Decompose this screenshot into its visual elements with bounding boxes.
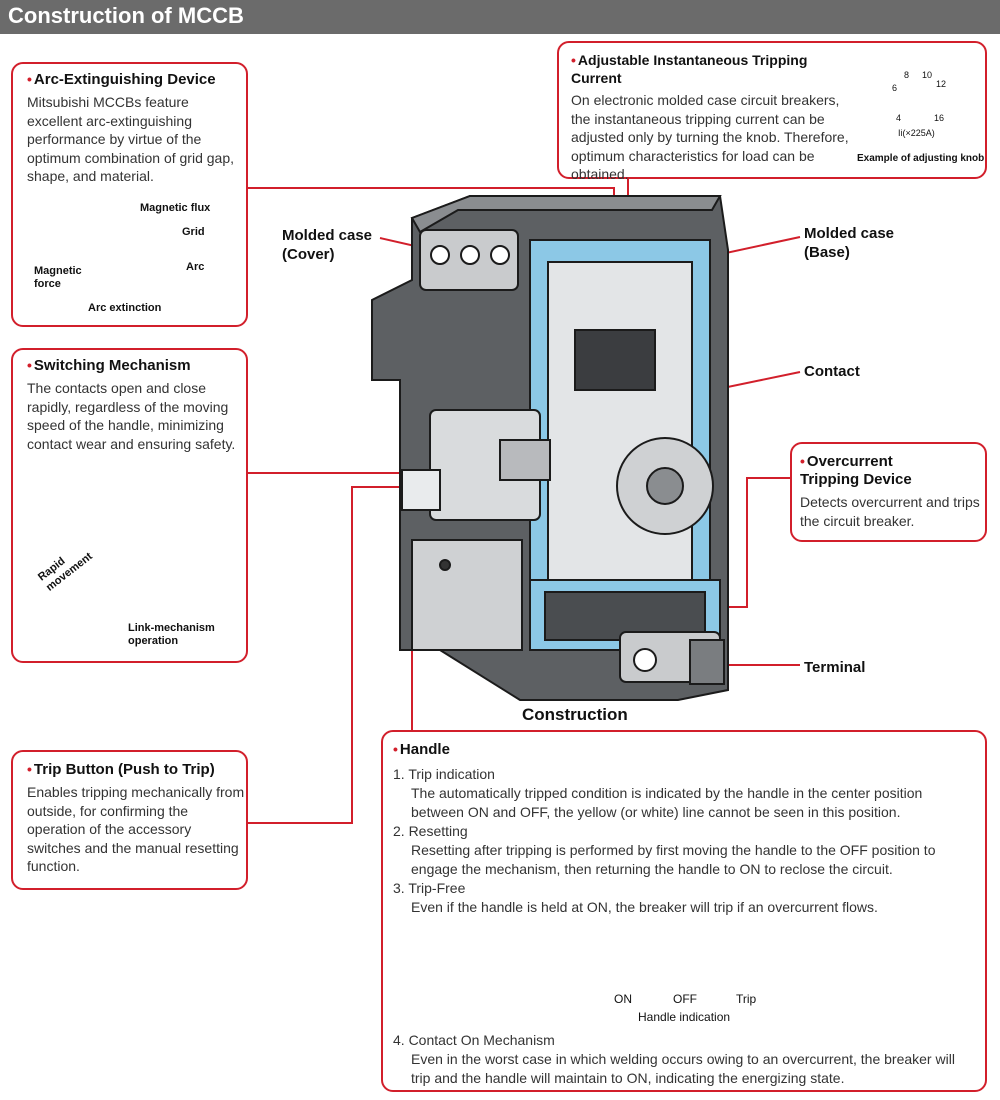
molded-case-cover-label: Molded case (Cover) — [282, 227, 373, 263]
arc-grid — [574, 329, 656, 391]
knob-caption: Example of adjusting knob — [857, 153, 985, 164]
arc-extinction-label: Arc extinction — [88, 302, 162, 314]
handle-item-2: 2. Resetting Resetting after tripping is… — [393, 822, 973, 879]
contact-label: Contact — [804, 363, 860, 380]
knob-mark-10: 10 — [922, 70, 933, 80]
knob-mark-12: 12 — [936, 79, 947, 89]
cover-screw-3 — [490, 245, 510, 265]
cover-screw-2 — [460, 245, 480, 265]
trip-button-box: •Trip Button (Push to Trip) Enables trip… — [11, 750, 248, 890]
position-off-label: OFF — [673, 992, 697, 1006]
handle-item-2-body: Resetting after tripping is performed by… — [411, 842, 936, 877]
arc-extinguishing-box: •Arc-Extinguishing Device Mitsubishi MCC… — [11, 62, 248, 327]
handle-item-1-head: 1. Trip indication — [393, 766, 495, 782]
leader-trip-button — [248, 486, 432, 824]
handle-item-1-body: The automatically tripped condition is i… — [411, 785, 923, 820]
knob-mark-8: 8 — [904, 70, 910, 80]
handle-indication-caption: Handle indication — [638, 1010, 731, 1024]
handle-item-2-head: 2. Resetting — [393, 823, 468, 839]
terminal-screw — [633, 648, 657, 672]
terminal-coil — [689, 639, 725, 685]
magnetic-flux-label: Magnetic flux — [140, 202, 211, 214]
overcurrent-text: Detects overcurrent and trips the circui… — [800, 494, 980, 529]
cover-screw-1 — [430, 245, 450, 265]
title-bar: Construction of MCCB — [0, 0, 1000, 34]
knob-unit-label: Ii(×225A) — [898, 128, 935, 138]
handle-title: •Handle — [393, 741, 450, 758]
position-trip-label: Trip — [736, 992, 757, 1006]
arc-extinguishing-title: •Arc-Extinguishing Device — [27, 71, 216, 88]
handle-item-1: 1. Trip indication The automatically tri… — [393, 765, 973, 822]
breaker-body — [371, 195, 729, 701]
construction-label: Construction — [522, 705, 628, 724]
magnetic-force-label: Magnetic force — [34, 265, 82, 290]
handle-box: •Handle 1. Trip indication The automatic… — [381, 730, 987, 1092]
handle-item-4-head: 4. Contact On Mechanism — [393, 1032, 555, 1048]
handle-item-4: 4. Contact On Mechanism Even in the wors… — [393, 1031, 973, 1088]
handle-item-3: 3. Trip-Free Even if the handle is held … — [393, 879, 973, 917]
handle-lever — [499, 439, 551, 481]
overcurrent-box: •Overcurrent Tripping Device Detects ove… — [790, 442, 987, 542]
molded-case-base-label: Molded case (Base) — [804, 225, 895, 261]
lower-case — [411, 539, 523, 651]
mechanism-hub — [646, 467, 684, 505]
switching-mechanism-title: •Switching Mechanism — [27, 357, 191, 374]
adjustable-tripping-box: •Adjustable Instantaneous Tripping Curre… — [557, 41, 987, 182]
arc-label: Arc — [186, 261, 205, 273]
adjustable-tripping-title: •Adjustable Instantaneous Tripping Curre… — [571, 52, 808, 86]
grid-label: Grid — [182, 226, 205, 238]
trip-button-title: •Trip Button (Push to Trip) — [27, 761, 215, 778]
handle-item-3-body: Even if the handle is held at ON, the br… — [411, 899, 878, 915]
overcurrent-title: •Overcurrent Tripping Device — [800, 453, 912, 488]
link-mechanism-label: Link-mechanism operation — [128, 622, 215, 647]
breaker-top — [410, 195, 722, 234]
knob-mark-4: 4 — [896, 113, 902, 123]
arc-extinguishing-text: Mitsubishi MCCBs feature excellent arc-e… — [27, 94, 234, 184]
knob-mark-16: 16 — [934, 113, 945, 123]
switching-mechanism-box: •Switching Mechanism The contacts open a… — [11, 348, 248, 663]
lower-case-rivet — [439, 559, 451, 571]
page-title: Construction of MCCB — [8, 3, 244, 28]
trip-button-part — [401, 469, 441, 511]
position-on-label: ON — [614, 992, 632, 1006]
terminal-label: Terminal — [804, 659, 866, 676]
trip-button-text: Enables tripping mechanically from outsi… — [27, 784, 245, 874]
knob-mark-6: 6 — [892, 83, 898, 93]
handle-item-3-head: 3. Trip-Free — [393, 880, 466, 896]
handle-item-4-body: Even in the worst case in which welding … — [411, 1051, 955, 1086]
switching-mechanism-text: The contacts open and close rapidly, reg… — [27, 380, 236, 452]
adjustable-tripping-text: On electronic molded case circuit breake… — [571, 92, 849, 182]
